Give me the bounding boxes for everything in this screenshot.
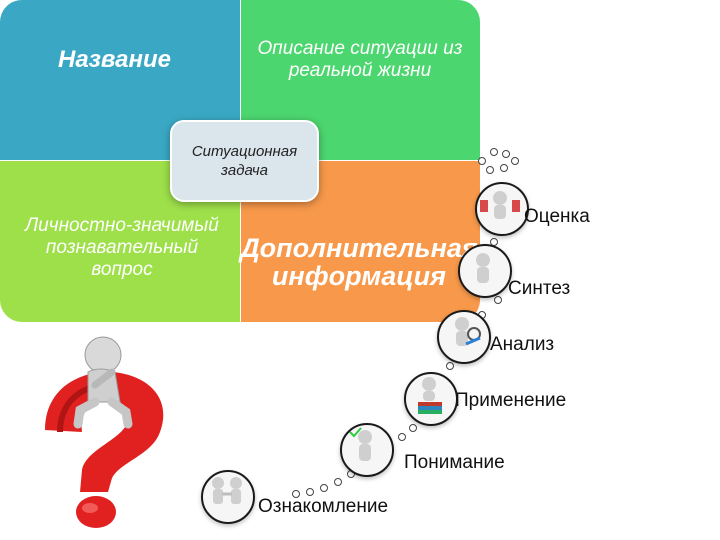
level-figures	[212, 191, 520, 504]
level-application: Применение	[455, 390, 567, 411]
question-label: Личностно-значимый познавательный вопрос	[25, 215, 219, 280]
level-familiarization: Ознакомление	[258, 496, 389, 517]
familiarization-figure-icon	[201, 470, 255, 524]
situational-task-label: Ситуационная задача	[191, 143, 298, 179]
additional-info-label: Дополнительная информация	[240, 233, 478, 291]
level-analysis: Анализ	[490, 334, 555, 355]
level-evaluation: Оценка	[524, 206, 590, 227]
quadrant-grid	[0, 0, 480, 322]
level-synthesis: Синтез	[508, 278, 571, 299]
situational-task-box: Ситуационная задача	[170, 120, 319, 202]
title-label: Название	[58, 46, 171, 73]
thinking-person-icon	[73, 336, 133, 429]
description-label: Описание ситуации из реальной жизни	[257, 38, 463, 81]
level-understanding: Понимание	[404, 452, 505, 473]
